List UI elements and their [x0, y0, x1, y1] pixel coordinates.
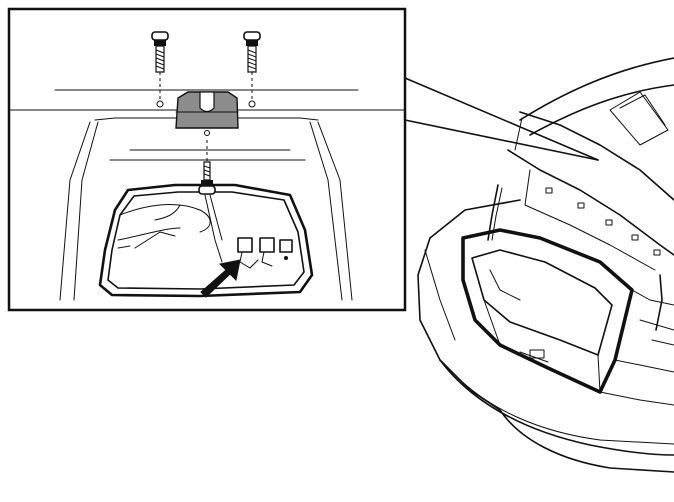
detail-inset — [7, 7, 407, 312]
callout-leader — [404, 77, 599, 161]
trunk-opening — [461, 228, 634, 394]
bolt-icon — [243, 31, 261, 100]
bolt-icon — [151, 31, 169, 100]
relay-block — [237, 237, 293, 269]
car-rear-view — [417, 57, 674, 473]
bracket — [175, 91, 239, 129]
bolt-icon — [198, 140, 216, 195]
access-opening — [98, 183, 314, 298]
arrow-icon — [200, 259, 241, 298]
rear-bumper — [439, 289, 674, 473]
